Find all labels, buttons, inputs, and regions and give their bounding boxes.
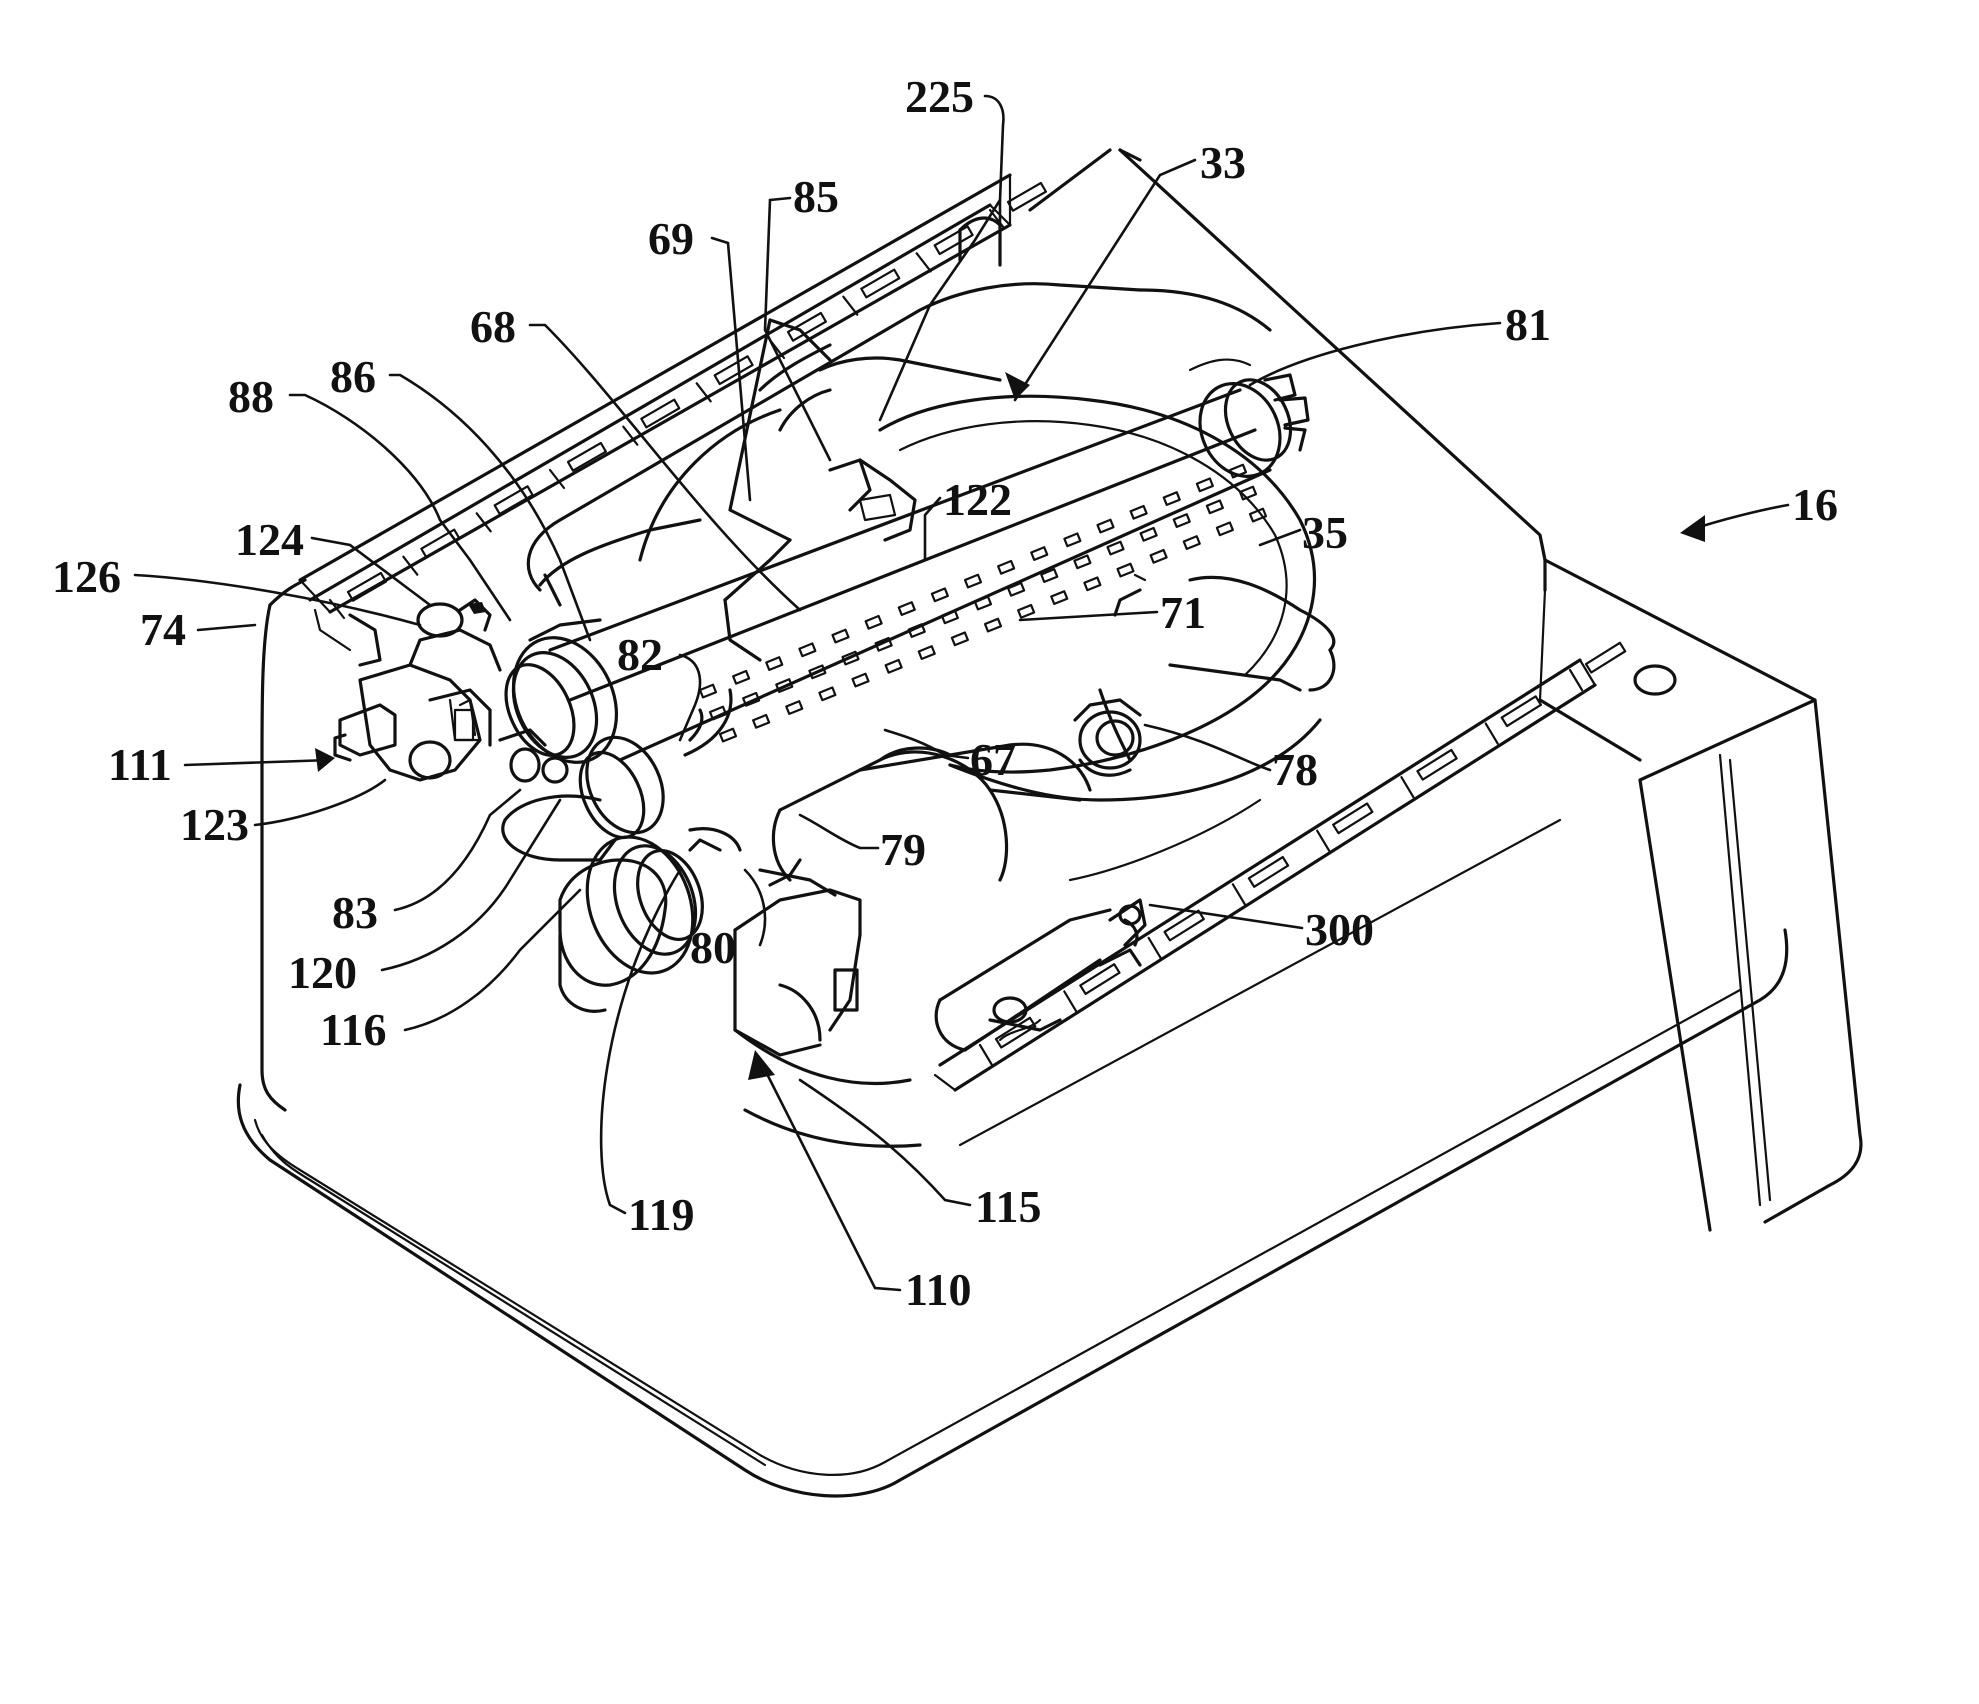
spray-hole <box>1064 534 1080 547</box>
spray-hole <box>733 671 749 684</box>
label-126: 126 <box>52 551 121 602</box>
rail-rib <box>403 557 417 575</box>
spray-hole <box>1018 605 1034 618</box>
label-116: 116 <box>320 1004 386 1055</box>
label-78: 78 <box>1272 744 1318 795</box>
label-124: 124 <box>235 514 304 565</box>
rail-rib <box>1233 884 1245 904</box>
label-122: 122 <box>943 474 1012 525</box>
spray-hole <box>700 685 716 698</box>
spray-hole <box>786 701 802 714</box>
spray-hole <box>853 674 869 687</box>
spray-hole <box>1207 501 1223 514</box>
rail-rib <box>843 297 857 315</box>
label-225: 225 <box>905 71 974 122</box>
rail-rib <box>1149 938 1161 958</box>
spray-hole <box>1164 492 1180 505</box>
spray-hole <box>1174 514 1190 527</box>
label-300: 300 <box>1305 904 1374 955</box>
label-111: 111 <box>108 739 172 790</box>
spray-hole <box>1108 542 1124 555</box>
spray-hole <box>1197 479 1213 492</box>
spray-hole <box>932 589 948 602</box>
label-120: 120 <box>288 947 357 998</box>
label-115: 115 <box>975 1181 1041 1232</box>
spray-hole <box>766 657 782 670</box>
label-68: 68 <box>470 301 516 352</box>
label-69: 69 <box>648 213 694 264</box>
spray-hole <box>975 597 991 610</box>
right-rail <box>935 643 1625 1090</box>
spray-hole <box>1098 520 1114 533</box>
spray-hole <box>1031 547 1047 560</box>
spray-hole <box>919 646 935 659</box>
label-16: 16 <box>1792 479 1838 530</box>
rail-rib <box>1570 670 1582 690</box>
spray-hole <box>1217 523 1233 536</box>
rail-rib <box>980 1045 992 1065</box>
spray-hole <box>833 630 849 643</box>
spray-hole <box>866 616 882 629</box>
spray-hole <box>1051 591 1067 604</box>
spray-hole <box>1118 564 1134 577</box>
label-71: 71 <box>1160 587 1206 638</box>
label-79: 79 <box>880 824 926 875</box>
label-85: 85 <box>793 171 839 222</box>
label-110: 110 <box>905 1264 971 1315</box>
label-86: 86 <box>330 351 376 402</box>
rail-rib <box>1317 831 1329 851</box>
rail-slot <box>1008 183 1046 211</box>
spray-hole <box>753 715 769 728</box>
rail-slot <box>348 573 386 601</box>
spray-hole <box>899 602 915 615</box>
label-35: 35 <box>1302 507 1348 558</box>
spray-hole <box>1141 528 1157 541</box>
spray-hole <box>952 633 968 646</box>
label-80: 80 <box>690 922 736 973</box>
label-123: 123 <box>180 799 249 850</box>
label-88: 88 <box>228 371 274 422</box>
spray-hole <box>819 688 835 701</box>
spray-hole <box>965 575 981 588</box>
label-74: 74 <box>140 604 186 655</box>
spray-hole <box>1084 578 1100 591</box>
spray-hole <box>1151 550 1167 563</box>
rail-rib <box>917 253 931 271</box>
label-67: 67 <box>970 734 1016 785</box>
spray-hole <box>720 729 736 742</box>
spray-hole <box>1131 506 1147 519</box>
rail-rib <box>1401 777 1413 797</box>
spray-hole <box>799 644 815 657</box>
labels: 225 33 85 69 68 81 88 86 16 122 124 35 1… <box>52 71 1838 1315</box>
label-82: 82 <box>617 629 663 680</box>
spray-hole <box>985 619 1001 632</box>
spray-hole <box>998 561 1014 574</box>
rail-rib <box>1064 991 1076 1011</box>
rail-slot <box>1586 643 1625 673</box>
spray-hole <box>1184 536 1200 549</box>
spray-hole <box>886 660 902 673</box>
rail-slot <box>861 270 899 298</box>
label-119: 119 <box>628 1189 694 1240</box>
label-81: 81 <box>1505 299 1551 350</box>
label-83: 83 <box>332 887 378 938</box>
label-33: 33 <box>1200 137 1246 188</box>
rail-rib <box>1486 724 1498 744</box>
wash-chamber <box>528 284 1320 880</box>
